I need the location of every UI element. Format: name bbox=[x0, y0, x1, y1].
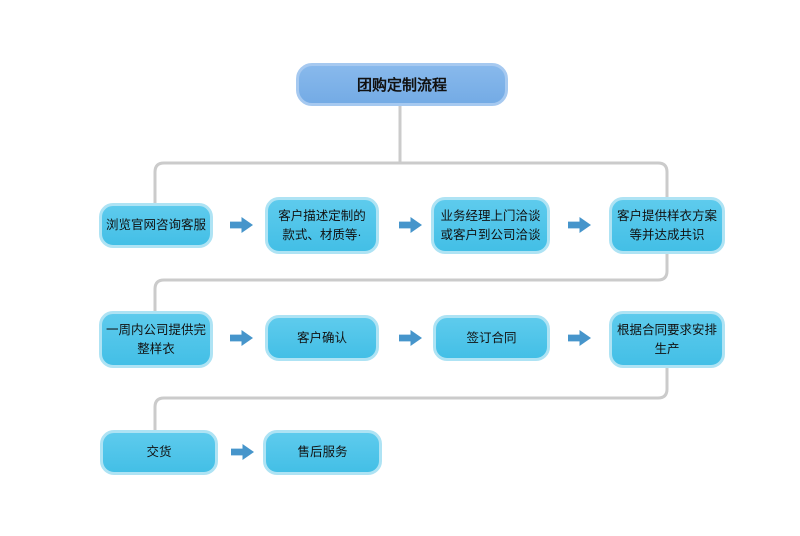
connector-row1-span bbox=[153, 161, 669, 204]
connector-row1-to-row2 bbox=[153, 253, 669, 312]
node-label: 一周内公司提供完 整样衣 bbox=[105, 322, 206, 356]
flow-node-title-label: 团购定制流程 bbox=[356, 77, 447, 94]
node-sign-contract: 签订合同 bbox=[433, 315, 550, 361]
node-label: 业务经理上门洽谈 或客户到公司洽谈 bbox=[440, 208, 541, 242]
right-arrow-icon bbox=[231, 444, 254, 460]
node-describe-customization: 客户描述定制的 款式、材质等· bbox=[265, 197, 379, 254]
node-label: 签订合同 bbox=[466, 330, 517, 345]
node-provide-complete-sample: 一周内公司提供完 整样衣 bbox=[99, 311, 213, 368]
right-arrow-icon bbox=[399, 330, 422, 346]
node-label: 根据合同要求安排 生产 bbox=[616, 322, 717, 356]
node-label: 售后服务 bbox=[297, 445, 348, 459]
node-label: 浏览官网咨询客服 bbox=[105, 218, 206, 232]
node-customer-confirm: 客户确认 bbox=[265, 315, 379, 361]
connector-row2-to-row3 bbox=[153, 366, 669, 431]
node-label: 客户提供样衣方案 等并达成共识 bbox=[616, 208, 717, 242]
node-sample-plan-consensus: 客户提供样衣方案 等并达成共识 bbox=[609, 197, 725, 254]
node-arrange-production: 根据合同要求安排 生产 bbox=[609, 311, 725, 368]
node-after-sales: 售后服务 bbox=[263, 430, 382, 475]
node-browse-official-site: 浏览官网咨询客服 bbox=[99, 203, 213, 248]
node-delivery: 交货 bbox=[100, 430, 218, 475]
node-label: 客户描述定制的 款式、材质等· bbox=[278, 208, 366, 242]
right-arrow-icon bbox=[399, 217, 422, 233]
node-label: 客户确认 bbox=[296, 330, 347, 345]
node-manager-negotiation: 业务经理上门洽谈 或客户到公司洽谈 bbox=[431, 197, 550, 254]
flow-node-title: 团购定制流程 bbox=[296, 63, 508, 106]
right-arrow-icon bbox=[568, 330, 591, 346]
right-arrow-icon bbox=[230, 330, 253, 346]
right-arrow-icon bbox=[568, 217, 591, 233]
node-label: 交货 bbox=[146, 445, 172, 459]
right-arrow-icon bbox=[230, 217, 253, 233]
